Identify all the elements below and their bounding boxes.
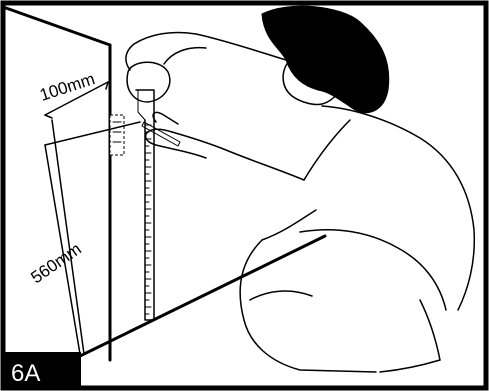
bracket-template	[110, 115, 124, 155]
step-tag-label: 6A	[11, 360, 40, 387]
step-tag: 6A	[3, 352, 81, 388]
